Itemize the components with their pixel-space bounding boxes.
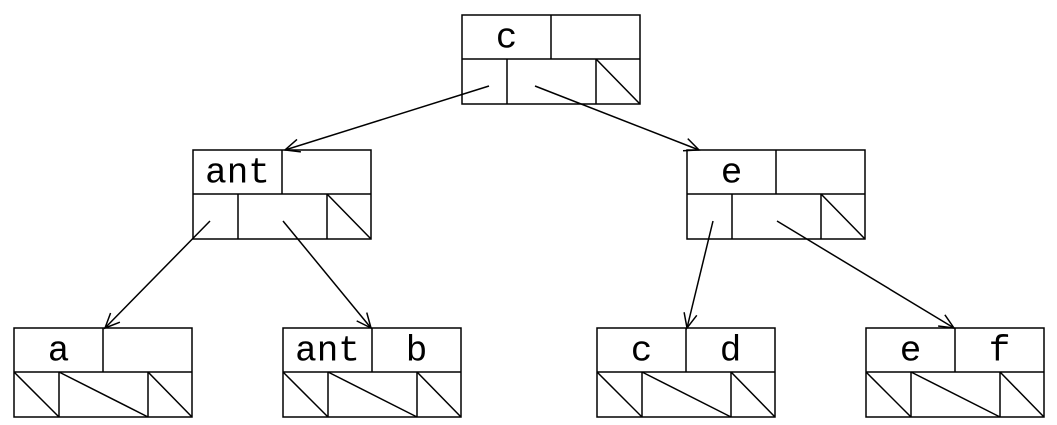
- null-pointer-slash: [13, 371, 60, 418]
- edge-n-e-to-leaf-c-d: [683, 220, 714, 330]
- edge-root-to-n-ant: [283, 85, 490, 153]
- tree-node-n-ant: ant: [192, 149, 372, 240]
- null-pointer-slash: [595, 58, 641, 105]
- edge-line: [104, 220, 211, 329]
- edge-line: [686, 220, 714, 329]
- null-pointer-slash: [865, 371, 912, 418]
- edge-line: [534, 85, 700, 151]
- null-pointer-slash: [416, 371, 462, 418]
- node-key: a: [48, 331, 70, 372]
- null-pointer-slash: [147, 371, 193, 418]
- node-key: e: [900, 331, 922, 372]
- node-key: c: [631, 331, 653, 372]
- tree-node-root: c: [461, 14, 641, 105]
- edge-n-ant-to-leaf-a: [103, 220, 211, 330]
- node-key: ant: [295, 331, 360, 372]
- edge-root-to-n-e: [534, 85, 701, 152]
- null-pointer-slash: [999, 371, 1045, 418]
- node-key: b: [406, 331, 428, 372]
- edges-layer: [103, 85, 956, 330]
- null-pointer-slash: [326, 193, 372, 240]
- tree-node-n-e: e: [686, 149, 866, 240]
- node-key: ant: [205, 153, 270, 194]
- null-pointer-slash: [596, 371, 643, 418]
- node-key: e: [721, 153, 743, 194]
- null-pointer-slash: [820, 193, 866, 240]
- null-pointer-slash: [910, 371, 1001, 418]
- tree-node-leaf-a: a: [13, 327, 193, 418]
- null-pointer-slash: [58, 371, 149, 418]
- edge-line: [284, 85, 490, 151]
- node-key: d: [720, 331, 742, 372]
- tree-node-leaf-ant-b: ant b: [282, 327, 462, 418]
- node-key: f: [989, 331, 1011, 372]
- null-pointer-slash: [730, 371, 776, 418]
- null-pointer-slash: [327, 371, 418, 418]
- null-pointer-slash: [641, 371, 732, 418]
- node-key: c: [496, 18, 518, 59]
- null-pointer-slash: [282, 371, 329, 418]
